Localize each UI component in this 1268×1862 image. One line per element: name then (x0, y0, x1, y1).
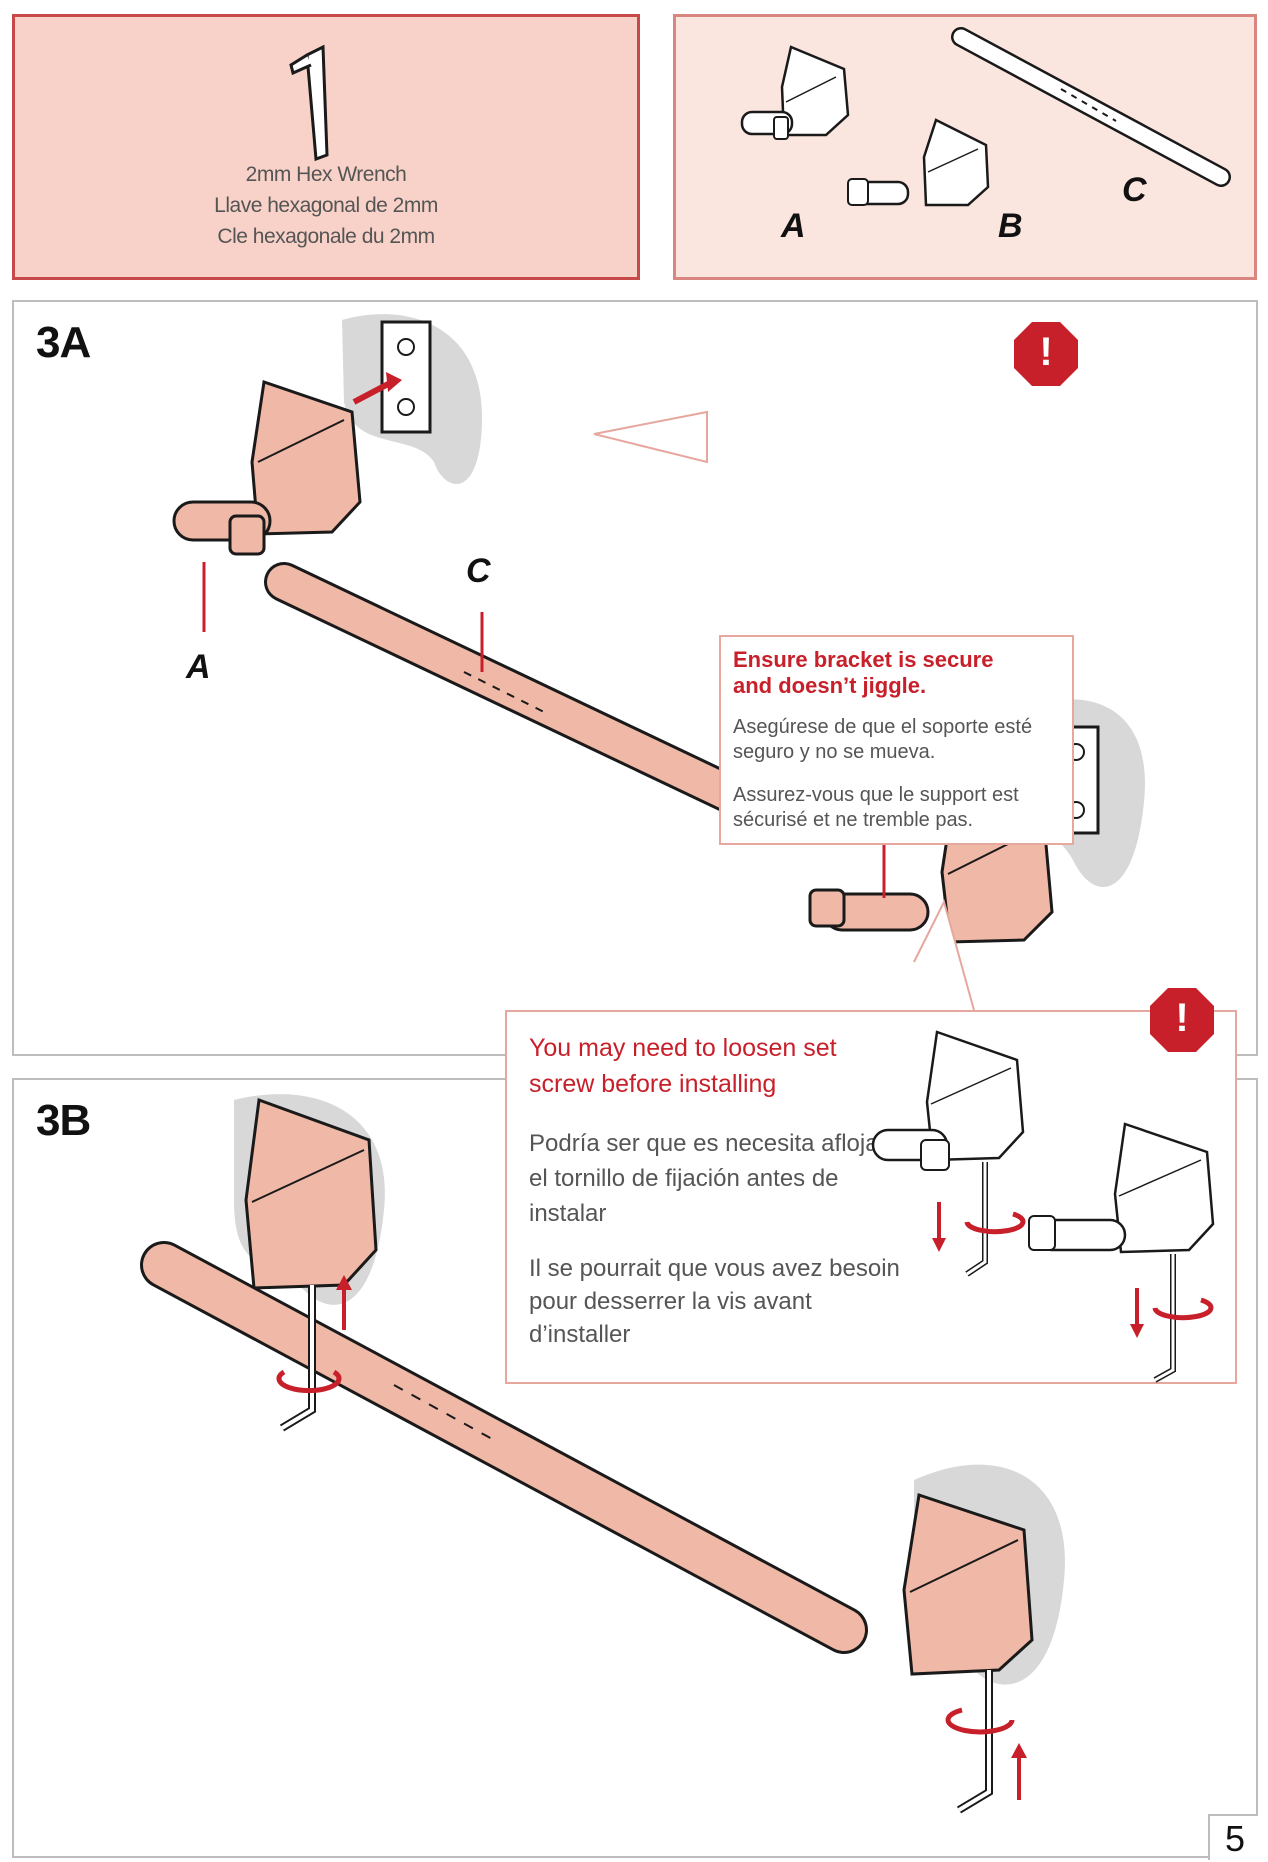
parts-panel: A B C (673, 14, 1257, 280)
rod-c-copper (264, 562, 809, 842)
secure-bracket-callout: Ensure bracket is secure and doesn’t jig… (719, 635, 1074, 845)
bracket-white-2-icon (1028, 1122, 1215, 1254)
step-3b-illustration (140, 1094, 1065, 1814)
step-3b-panel: 3B (12, 1078, 1258, 1858)
step-3a-panel: 3A (12, 300, 1258, 1056)
tool-panel: 2mm Hex Wrench Llave hexagonal de 2mm Cl… (12, 14, 640, 280)
bracket-white-1-icon (871, 1030, 1025, 1171)
callout-1-es: Asegúrese de que el soporte esté seguro … (733, 716, 1033, 763)
tool-line-es: Llave hexagonal de 2mm (214, 194, 438, 217)
warning-1-glyph: ! (1039, 330, 1053, 374)
step-3a-part-c-label: C (466, 552, 491, 590)
hex-wrench-icon (289, 44, 329, 162)
hex-wrench-3b-right-icon (956, 1670, 993, 1814)
bracket-b-icon (847, 118, 990, 207)
page-number-box: 5 (1208, 1814, 1258, 1860)
tool-line-en: 2mm Hex Wrench (245, 163, 407, 186)
arrow-head-icon (386, 372, 402, 392)
callout-1-fr: Assurez-vous que le support est sécurisé… (733, 784, 1019, 831)
step-3a-label: 3A (36, 318, 91, 367)
callout-2-fr: Il se pourrait que vous avez besoin pour… (529, 1255, 900, 1348)
loosen-screw-callout: You may need to loosen set screw before … (505, 1010, 1237, 1384)
rod-3b-copper (140, 1241, 868, 1654)
part-b-label: B (998, 207, 1023, 245)
callout-2-es: Podría ser que es necesita aflojar el to… (529, 1130, 887, 1227)
tool-line-fr: Cle hexagonale du 2mm (217, 225, 435, 248)
arrow-icon (352, 379, 394, 405)
callout-pointer (593, 410, 708, 464)
parts-illustration (740, 27, 1231, 207)
tool-description: 2mm Hex Wrench Llave hexagonal de 2mm Cl… (15, 159, 637, 252)
part-c-label: C (1122, 171, 1147, 209)
page-number: 5 (1224, 1818, 1246, 1859)
rod-c-icon (951, 27, 1231, 187)
bracket-right-copper (902, 1493, 1034, 1676)
rotate-arrow-icon (276, 1369, 342, 1394)
callout-2-illustration (871, 1030, 1215, 1383)
part-a-label: A (781, 207, 806, 245)
callout-1-title: Ensure bracket is secure and doesn’t jig… (733, 647, 994, 698)
step-3b-label: 3B (36, 1096, 91, 1145)
warning-2-glyph: ! (1175, 996, 1189, 1040)
bracket-a-copper (172, 380, 362, 556)
callout-2-title: You may need to loosen set screw before … (529, 1034, 837, 1098)
bracket-a-icon (740, 45, 850, 140)
step-3a-part-a-label: A (186, 648, 211, 686)
